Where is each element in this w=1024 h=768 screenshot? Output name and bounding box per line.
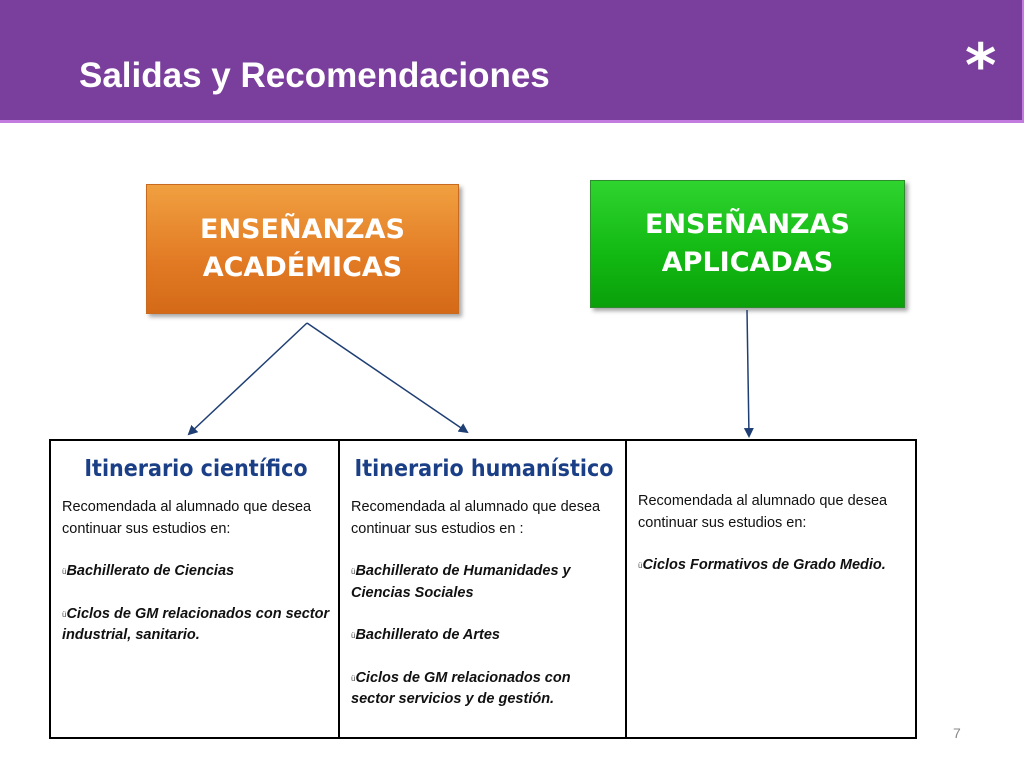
- arrow-to-aplicadas: [743, 309, 754, 438]
- column-humanistico: Itinerario humanístico Recomendada al al…: [338, 439, 627, 739]
- list-item: üCiclos de GM relacionados con sector se…: [351, 669, 571, 708]
- ensenanzas-aplicadas-label: ENSEÑANZAS APLICADAS: [645, 209, 850, 278]
- list-item: üBachillerato de Artes: [351, 627, 500, 643]
- list-item: üCiclos Formativos de Grado Medio.: [638, 557, 886, 573]
- check-icon: ü: [62, 609, 67, 619]
- column-aplicadas: Recomendada al alumnado que desea contin…: [625, 439, 917, 739]
- title-bar: Salidas y Recomendaciones *: [0, 0, 1024, 123]
- ensenanzas-aplicadas-box: ENSEÑANZAS APLICADAS: [590, 180, 905, 308]
- page-number: 7: [953, 725, 961, 741]
- check-icon: ü: [351, 673, 356, 683]
- column-cientifico: Itinerario científico Recomendada al alu…: [49, 439, 340, 739]
- column-title: Itinerario científico: [84, 456, 308, 482]
- list-item: üBachillerato de Ciencias: [62, 563, 235, 579]
- asterisk-mark: *: [965, 31, 997, 101]
- list-item: üCiclos de GM relacionados con sector in…: [62, 605, 330, 644]
- list-item: üBachillerato de Humanidades y Ciencias …: [351, 563, 571, 601]
- column-title: Itinerario humanístico: [354, 456, 614, 482]
- ensenanzas-academicas-label: ENSEÑANZAS ACADÉMICAS: [200, 214, 405, 283]
- itinerary-table: Itinerario científico Recomendada al alu…: [49, 439, 917, 739]
- arrow-to-humanistico: [306, 322, 469, 434]
- check-icon: ü: [351, 631, 356, 640]
- slide-title: Salidas y Recomendaciones: [79, 56, 550, 95]
- column-intro: Recomendada al alumnado que desea contin…: [638, 493, 888, 531]
- column-intro: Recomendada al alumnado que desea contin…: [351, 499, 601, 537]
- ensenanzas-academicas-box: ENSEÑANZAS ACADÉMICAS: [146, 184, 459, 314]
- check-icon: ü: [351, 567, 356, 576]
- check-icon: ü: [62, 567, 67, 576]
- arrow-to-cientifico: [187, 322, 308, 436]
- column-intro: Recomendada al alumnado que desea contin…: [62, 499, 312, 537]
- check-icon: ü: [638, 561, 643, 570]
